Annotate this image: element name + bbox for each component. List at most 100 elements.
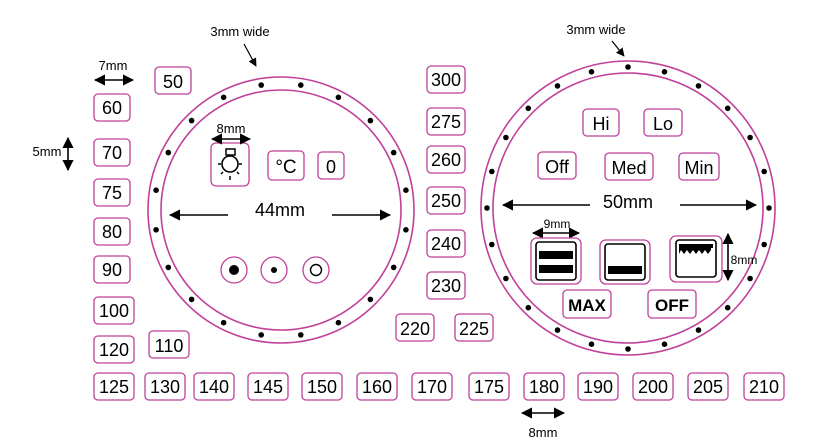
small-dot-icon	[260, 256, 288, 284]
ring-dot	[367, 296, 374, 303]
badge-250: 250	[426, 186, 466, 215]
badge-200-text: 200	[638, 377, 668, 397]
off-badge: Off	[537, 151, 577, 180]
ring-dot	[220, 319, 227, 326]
bottom-heat-icon	[599, 239, 651, 285]
badge-190: 190	[577, 372, 619, 401]
ring-dot	[724, 304, 731, 311]
ring-dot	[390, 149, 397, 156]
badge-175: 175	[468, 372, 510, 401]
right-diameter-label: 50mm	[603, 192, 653, 212]
ring-dot	[554, 327, 561, 333]
ring-dot	[695, 327, 702, 333]
badge-260: 260	[426, 145, 466, 174]
right-ring-width-label: 3mm wide	[566, 22, 625, 37]
badge-140-text: 140	[199, 377, 229, 397]
badge-205-text: 205	[693, 377, 723, 397]
badge-250-text: 250	[431, 191, 461, 211]
ring-dot	[390, 264, 397, 271]
badge-240-text: 240	[431, 234, 461, 254]
min-badge: Min	[678, 152, 720, 181]
svg-text:225: 225	[459, 319, 489, 339]
ring-dot	[489, 241, 495, 248]
ring-dot	[153, 187, 159, 193]
ring-dot	[554, 83, 561, 89]
badge-140: 140	[193, 372, 235, 401]
badge-70: 70	[93, 138, 131, 167]
badge-175-text: 175	[474, 377, 504, 397]
lamp-icon	[210, 142, 250, 187]
ring-dot	[220, 94, 227, 101]
ring-dot	[661, 341, 668, 348]
ring-dot	[625, 64, 631, 70]
ring-dot	[661, 69, 668, 75]
large-dot-icon	[220, 256, 248, 284]
svg-text:110: 110	[155, 336, 184, 356]
ring-dot	[747, 275, 753, 282]
ring-dot	[525, 304, 532, 311]
badge-80: 80	[93, 217, 131, 246]
zero-badge: 0	[317, 151, 345, 180]
ring-dot	[153, 227, 159, 233]
ring-dot	[298, 332, 304, 338]
badge-60: 60	[93, 93, 131, 122]
badge-110: 110	[148, 330, 190, 359]
ring-dot	[298, 82, 304, 88]
ring-dot	[766, 205, 772, 211]
ring-dot	[747, 134, 753, 141]
left-ring-width-label: 3mm wide	[210, 24, 269, 39]
ring-dot	[724, 105, 731, 112]
ring-dot	[525, 105, 532, 112]
badge-130: 130	[144, 372, 186, 401]
zero-text: 0	[326, 157, 336, 177]
svg-text:50: 50	[163, 72, 183, 92]
badge-180: 180	[523, 372, 565, 401]
ring-dot	[588, 341, 595, 348]
badge-125: 125	[93, 372, 135, 401]
ring-dot	[188, 296, 195, 303]
badge-100: 100	[93, 296, 135, 325]
ring-dot	[335, 319, 342, 326]
badge-210-text: 210	[749, 377, 779, 397]
badge-170: 170	[411, 372, 453, 401]
badge-220: 220	[395, 313, 435, 342]
ring-dot	[258, 332, 265, 338]
ring-dot	[367, 117, 374, 124]
badge-200: 200	[632, 372, 674, 401]
badge-190-text: 190	[583, 377, 613, 397]
bottom-spacing-label: 8mm	[529, 425, 558, 440]
ring-dot	[165, 149, 172, 156]
badge-90-text: 90	[102, 260, 122, 280]
ring-dot	[165, 264, 172, 271]
dual-heat-icon	[530, 237, 582, 285]
badge-275: 275	[426, 107, 466, 136]
left-dial-dots	[153, 82, 409, 338]
left-dial-inner-ring	[160, 89, 402, 331]
badge-80-text: 80	[102, 222, 122, 242]
badge-210: 210	[743, 372, 785, 401]
badge-180-text: 180	[529, 377, 559, 397]
min-text: Min	[684, 158, 713, 178]
badge-145: 145	[247, 372, 289, 401]
lo-badge: Lo	[643, 108, 683, 137]
right-dial: Hi Lo Off Med Min 50mm 9mm	[480, 60, 776, 356]
celsius-badge: °C	[267, 150, 305, 181]
badge-100-text: 100	[99, 301, 129, 321]
badge-145-text: 145	[253, 377, 283, 397]
ring-dot	[503, 275, 509, 282]
med-text: Med	[611, 158, 646, 178]
badge-205: 205	[687, 372, 729, 401]
badge-300-text: 300	[431, 70, 461, 90]
ring-dot	[503, 134, 509, 141]
badge-75: 75	[93, 178, 131, 207]
badge-275-text: 275	[431, 112, 461, 132]
badge-130-text: 130	[150, 377, 180, 397]
ring-dot	[188, 117, 195, 124]
badge-height-label: 5mm	[33, 144, 62, 159]
badge-225: 225	[454, 313, 494, 342]
badge-90: 90	[93, 255, 131, 284]
right-dial-inner-ring	[492, 72, 764, 344]
badge-70-text: 70	[102, 143, 122, 163]
